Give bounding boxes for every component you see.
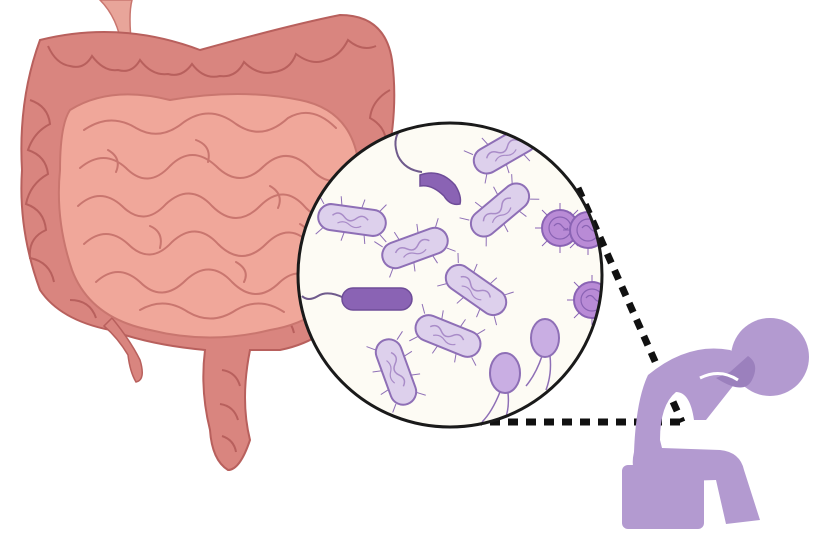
bacterium-coccus	[567, 275, 617, 325]
distressed-person-icon	[622, 318, 809, 529]
bacterium-dark-rod	[342, 288, 412, 310]
